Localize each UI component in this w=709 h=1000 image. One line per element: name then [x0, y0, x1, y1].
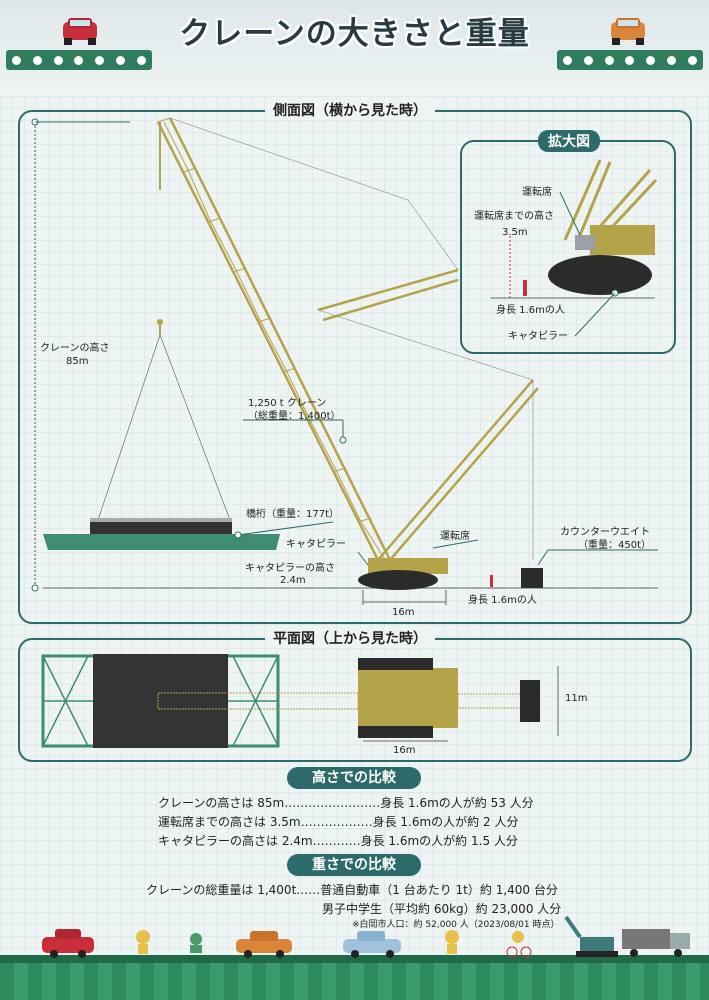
caterpillar-label: キャタピラー	[286, 539, 346, 550]
orange-car-icon	[236, 931, 292, 958]
dancer-icon	[190, 933, 202, 953]
population-note: ※白岡市人口：約 52,000 人（2023/08/01 時点）	[352, 920, 560, 930]
bottom-vehicles	[42, 915, 690, 958]
crane-height-label: クレーンの高さ	[40, 343, 110, 354]
crane-weight-label: （総重量：1,400t）	[248, 411, 341, 422]
left-light-bar	[6, 50, 152, 70]
zoom-cab-label: 運転席	[522, 187, 552, 198]
orange-car-icon	[608, 16, 648, 46]
height-comparison-heading: 高さでの比較	[287, 767, 421, 789]
person-icon	[136, 930, 150, 954]
zoom-caterpillar-label: キャタピラー	[508, 331, 568, 342]
plan-view-diagram	[41, 654, 559, 748]
person-icon-2	[445, 930, 459, 954]
caterpillar-height-value: 2.4m	[280, 575, 306, 586]
zoom-view-diagram	[490, 159, 658, 337]
red-car-icon	[42, 929, 94, 958]
plan-view-heading: 平面図（上から見た時）	[265, 628, 435, 648]
crane-name-label: 1,250 t クレーン	[248, 398, 327, 409]
height-row-2: 運転席までの高さは 3.5m………………身長 1.6mの人が約 2 人分	[158, 815, 519, 829]
counterweight-weight-label: （重量：450t）	[578, 540, 652, 551]
cab-label: 運転席	[440, 531, 470, 542]
girder-label: 橋桁（重量：177t）	[246, 509, 340, 520]
width-label: 16m	[392, 607, 415, 618]
zoom-cab-height-label: 運転席までの高さ	[474, 211, 554, 222]
ground-strip	[0, 955, 709, 1000]
header-band	[0, 0, 709, 95]
plan-depth-label: 11m	[565, 693, 588, 704]
zoom-view-heading: 拡大図	[538, 130, 600, 152]
dump-truck-icon	[622, 929, 690, 957]
weight-comparison-heading: 重さでの比較	[287, 854, 421, 876]
cyclist-icon	[506, 931, 532, 958]
blue-car-icon	[343, 931, 401, 958]
right-light-bar	[557, 50, 703, 70]
height-row-3: キャタピラーの高さは 2.4m…………身長 1.6mの人が約 1.5 人分	[158, 834, 518, 848]
red-car-icon	[60, 16, 100, 46]
height-row-1: クレーンの高さは 85m……………………身長 1.6mの人が約 53 人分	[158, 796, 534, 810]
side-view-diagram	[31, 117, 658, 605]
caterpillar-height-label: キャタピラーの高さ	[245, 563, 335, 574]
page-title: クレーンの大きさと重量	[179, 16, 530, 52]
plan-width-label: 16m	[393, 745, 416, 756]
zoom-cab-height-value: 3.5m	[502, 227, 528, 238]
crane-height-value: 85m	[66, 356, 89, 367]
zoom-person-label: 身長 1.6mの人	[496, 305, 565, 316]
counterweight-label: カウンターウエイト	[560, 527, 650, 538]
weight-row-2: 男子中学生（平均約 60kg）約 23,000 人分	[322, 902, 562, 916]
side-view-heading: 側面図（横から見た時）	[265, 100, 435, 120]
weight-row-1: クレーンの総重量は 1,400t……普通自動車（1 台あたり 1t）約 1,40…	[146, 883, 558, 897]
excavator-icon	[564, 915, 618, 957]
person-label: 身長 1.6mの人	[468, 595, 537, 606]
